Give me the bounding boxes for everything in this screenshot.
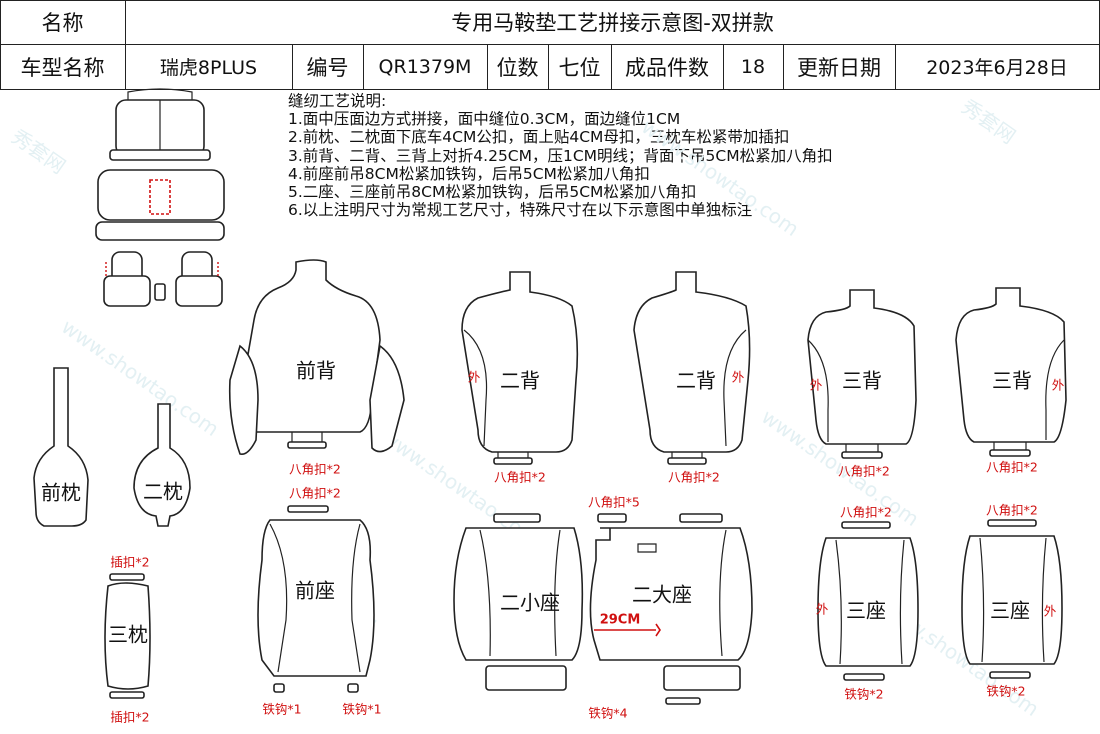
watermark-url: www.showtao.com	[637, 114, 803, 241]
piece-third-seat-right: 八角扣*2 三座 外 铁钩*2	[961, 503, 1063, 699]
note-line-1: 1.面中压面边方式拼接，面中缝位0.3CM，面边缝位1CM	[288, 110, 681, 129]
label-second-pillow: 二枕	[143, 480, 183, 504]
update-date: 2023年6月28日	[926, 57, 1068, 79]
title-label: 名称	[41, 11, 84, 35]
piece-third-pillow: 插扣*2 三枕 插扣*2	[104, 555, 151, 725]
code-label: 编号	[306, 55, 349, 80]
label-second-seat-hooks: 铁钩*4	[588, 706, 627, 721]
label-front-seat-hook-right: 铁钩*1	[342, 702, 381, 717]
watermark-url: www.showtao.com	[57, 314, 223, 441]
table-col-divider	[125, 0, 126, 89]
note-line-5: 5.二座、三座前吊8CM松紧加铁钩，后吊5CM松紧加八角扣	[288, 183, 697, 202]
label-front-seat: 前座	[295, 579, 335, 603]
piece-second-pillow: 二枕	[133, 403, 191, 527]
table-border-left	[0, 0, 1, 89]
page-title: 专用马鞍垫工艺拼接示意图-双拼款	[451, 11, 774, 35]
table-border-mid	[0, 44, 1100, 45]
label-third-seat-left-outer: 外	[816, 602, 829, 617]
label-third-seat-right: 三座	[990, 599, 1030, 623]
update-label: 更新日期	[797, 55, 881, 80]
label-second-back-right-buckle: 八角扣*2	[668, 470, 720, 485]
table-col-divider	[487, 44, 488, 89]
table-border-top	[0, 0, 1100, 1]
label-second-big-seat-buckle: 八角扣*5	[588, 495, 640, 510]
table-col-divider	[548, 44, 549, 89]
watermark-cn: 秀套网	[957, 94, 1020, 148]
note-line-4: 4.前座前吊8CM松紧加铁钩，后吊5CM松紧加八角扣	[288, 164, 650, 183]
label-front-back-buckle: 八角扣*2	[289, 462, 341, 477]
piece-third-back-right: 三背 外 八角扣*2	[955, 287, 1067, 475]
table-col-divider	[611, 44, 612, 89]
pieces-label: 成品件数	[625, 55, 709, 80]
label-dimension-29cm: 29CM	[600, 613, 641, 628]
model-value: 瑞虎8PLUS	[159, 57, 258, 79]
piece-second-big-seat: 八角扣*5 29CM 二大座 铁钩*4	[588, 495, 753, 721]
code-value: QR1379M	[378, 55, 472, 78]
piece-third-seat-left: 八角扣*2 三座 外 铁钩*2	[816, 505, 919, 702]
note-line-6: 6.以上注明尺寸为常规工艺尺寸，特殊尺寸在以下示意图中单独标注	[288, 201, 753, 220]
label-second-small-seat: 二小座	[500, 591, 560, 615]
table-border-bottom	[0, 89, 1100, 90]
label-front-back: 前背	[296, 359, 336, 383]
label-third-seat-right-buckle: 八角扣*2	[986, 503, 1038, 518]
label-third-seat-right-outer: 外	[1044, 604, 1057, 619]
label-front-pillow: 前枕	[41, 481, 81, 505]
watermark-cn: 秀套网	[7, 124, 70, 178]
piece-front-pillow: 前枕	[33, 367, 89, 527]
piece-third-back-left: 三背 外 八角扣*2	[807, 289, 917, 479]
piece-front-seat: 八角扣*2 前座 铁钩*1 铁钩*1	[257, 486, 382, 717]
notes-heading: 缝纫工艺说明:	[288, 92, 387, 110]
model-label: 车型名称	[20, 55, 105, 80]
table-col-divider	[363, 44, 364, 89]
pieces-value: 18	[740, 55, 766, 78]
label-second-back-right-outer: 外	[732, 370, 745, 385]
table-col-divider	[292, 44, 293, 89]
label-third-pillow-top-buckle: 插扣*2	[110, 555, 149, 570]
seats-value: 七位	[558, 55, 601, 80]
label-third-seat-left: 三座	[846, 599, 886, 623]
seats-label: 位数	[496, 55, 539, 80]
label-second-back-left-outer: 外	[468, 370, 481, 385]
label-third-seat-left-buckle: 八角扣*2	[840, 505, 892, 520]
label-third-back-left-buckle: 八角扣*2	[838, 464, 890, 479]
piece-second-back-right: 二背 外 八角扣*2	[633, 271, 751, 485]
note-line-2: 2.前枕、二枕面下底车4CM公扣，面上贴4CM母扣，三枕车松紧带加插扣	[288, 128, 790, 147]
label-third-back-right-outer: 外	[1052, 378, 1065, 393]
label-second-back-right: 二背	[676, 369, 716, 393]
table-col-divider	[723, 44, 724, 89]
label-third-seat-right-hook: 铁钩*2	[986, 684, 1025, 699]
label-third-seat-left-hook: 铁钩*2	[844, 687, 883, 702]
piece-second-back-left: 二背 外 八角扣*2	[461, 271, 579, 485]
table-col-divider	[783, 44, 784, 89]
label-third-pillow: 三枕	[108, 623, 148, 647]
label-third-pillow-bottom-buckle: 插扣*2	[110, 710, 149, 725]
label-third-back-left-outer: 外	[810, 378, 823, 393]
label-front-seat-hook-left: 铁钩*1	[262, 702, 301, 717]
label-third-back-right: 三背	[992, 369, 1032, 393]
seat-overview-thumbnail	[95, 88, 225, 307]
label-second-back-left-buckle: 八角扣*2	[494, 470, 546, 485]
sewing-notes: 缝纫工艺说明: 1.面中压面边方式拼接，面中缝位0.3CM，面边缝位1CM 2.…	[288, 92, 833, 219]
table-col-divider	[895, 44, 896, 89]
piece-second-small-seat: 二小座	[453, 513, 584, 691]
label-front-seat-buckle: 八角扣*2	[289, 486, 341, 501]
note-line-3: 3.前背、二背、三背上对折4.25CM，压1CM明线；背面下吊5CM松紧加八角扣	[288, 146, 833, 165]
label-second-back-left: 二背	[500, 369, 540, 393]
label-third-back-left: 三背	[842, 369, 882, 393]
label-second-big-seat: 二大座	[632, 583, 692, 607]
label-third-back-right-buckle: 八角扣*2	[986, 460, 1038, 475]
piece-front-back: 前背 八角扣*2	[228, 259, 405, 477]
